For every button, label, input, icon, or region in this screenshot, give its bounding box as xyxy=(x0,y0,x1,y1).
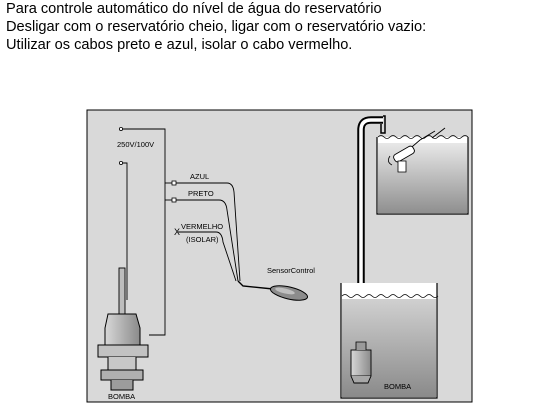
upper-float-sensor xyxy=(388,127,446,173)
terminal-dot xyxy=(119,160,124,165)
sensor-control-float xyxy=(269,285,309,301)
voltage-label: 250V/100V xyxy=(117,140,154,149)
lower-reservoir xyxy=(340,283,439,399)
left-pump xyxy=(97,267,149,391)
x-mark: X xyxy=(174,227,180,237)
instruction-line-2: Desligar com o reservatório cheio, ligar… xyxy=(6,19,427,35)
black-wire xyxy=(176,199,239,282)
instruction-line-3: Utilizar os cabos preto e azul, isolar o… xyxy=(6,37,353,53)
pipe-outlet xyxy=(380,115,386,134)
isolate-label: (ISOLAR) xyxy=(186,235,219,244)
terminal-dot xyxy=(119,127,124,132)
left-pump-label: BOMBA xyxy=(108,392,135,401)
lower-water-wave xyxy=(341,294,439,298)
power-wire-upper xyxy=(121,128,166,336)
red-wire-label: VERMELHO xyxy=(181,222,223,231)
sensor-label: SensorControl xyxy=(267,266,315,275)
splice-connector xyxy=(171,197,177,203)
upper-reservoir-water xyxy=(378,143,467,213)
black-wire-label: PRETO xyxy=(188,189,214,198)
blue-wire-label: AZUL xyxy=(190,172,209,181)
right-pump-label: BOMBA xyxy=(384,382,411,391)
blue-wire xyxy=(176,182,241,282)
lower-pump xyxy=(350,341,372,384)
splice-connector xyxy=(171,180,177,186)
instruction-line-1: Para controle automático do nível de águ… xyxy=(6,1,382,17)
sensor-cable xyxy=(237,280,274,290)
red-wire xyxy=(178,231,237,282)
upper-reservoir xyxy=(376,127,469,215)
instructions: Para controle automático do nível de águ… xyxy=(6,0,531,54)
